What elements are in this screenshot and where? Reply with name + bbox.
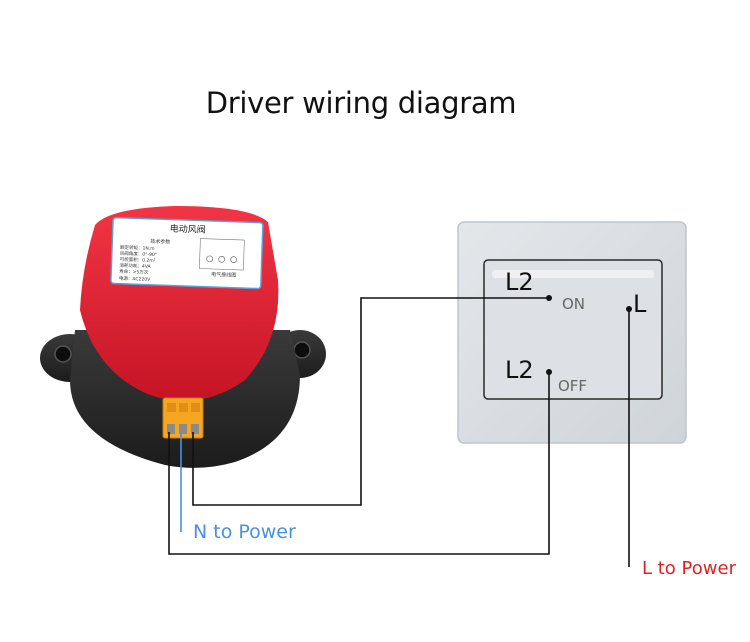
switch-top-state-label: ON [562,295,585,313]
actuator: 电动风阀 技术参数 额定转矩：1N.m 风阀角度：0°-90° 可控面积：0.2… [40,206,326,468]
terminal-hole-1 [167,424,175,434]
actuator-mount-hole-left [54,345,72,363]
actuator-label [110,216,264,290]
terminal-screw-3 [191,403,200,412]
wall-switch: L2 ON L L2 OFF [457,221,687,444]
actuator-label-title: 电动风阀 [170,222,206,235]
terminal-screw-2 [179,403,188,412]
switch-bottom-left-label: L2 [505,356,534,384]
actuator-label-voltage: 电源：AC220V [119,275,151,283]
actuator-label-line-4: 寿命：>5万次 [119,268,149,276]
wires [168,297,630,567]
actuator-label-line-1: 风阀角度：0°-90° [120,250,157,258]
actuator-mount-hole-right [293,341,311,359]
terminal-hole-3 [191,424,199,434]
actuator-label-terminal-dot [206,255,214,263]
terminal-screw-1 [167,403,176,412]
switch-bottom-state-label: OFF [558,377,587,395]
live-power-label: L to Power [642,558,737,579]
neutral-power-label: N to Power [193,521,296,543]
page-title: Driver wiring diagram [205,86,517,120]
actuator-label-line-2: 可控面积：0.2m² [120,256,156,264]
actuator-label-terminal-dot [218,255,225,263]
wire-on [192,297,549,506]
switch-top-right-label: L [633,290,647,318]
switch-rocker-highlight [492,270,654,278]
switch-rocker [483,259,663,400]
actuator-label-line-3: 消耗功耗：4VA [119,262,151,270]
terminal-hole-2 [179,424,187,434]
switch-top-left-label: L2 [505,268,534,296]
actuator-label-terminal-dot [230,256,237,264]
wire-off [168,372,550,555]
actuator-label-wiring-box [199,238,245,271]
actuator-label-wiring: 电气接线图 [211,271,236,279]
actuator-label-subtitle: 技术参数 [150,238,170,246]
actuator-label-line-0: 额定转矩：1N.m [120,244,155,252]
